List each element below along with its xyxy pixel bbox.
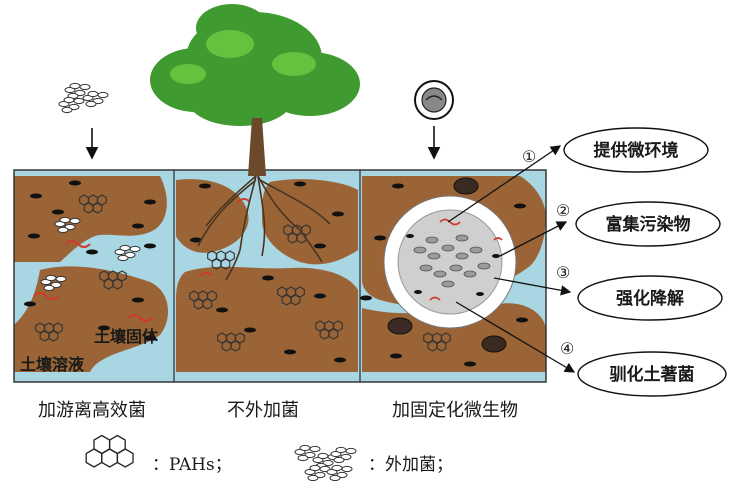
- callout-number-2: ②: [556, 201, 570, 220]
- worms: [33, 198, 251, 322]
- callout-number-1: ①: [522, 147, 536, 166]
- legend-pahs-symbol: [85, 434, 134, 468]
- soil-panels: [13, 169, 547, 383]
- callout-3-text: 强化降解: [616, 288, 684, 309]
- legend: ：PAHs； ：外加菌；: [85, 434, 453, 482]
- panel-2-soil: [176, 179, 358, 372]
- legend-pahs-label: ：PAHs；: [152, 455, 232, 475]
- legend-bacteria-symbol: [294, 444, 357, 482]
- callout-4: 驯化土著菌: [577, 351, 727, 397]
- panel-1-caption: 加游离高效菌: [38, 400, 146, 421]
- immobilized-microbe-icon: [414, 80, 454, 120]
- callout-3: 强化降解: [577, 275, 723, 321]
- callout-1: 提供微环境: [563, 127, 709, 173]
- zoom-circle: [383, 195, 517, 329]
- soil-solution-label: 土壤溶液: [20, 355, 85, 374]
- tree-illustration: [150, 4, 360, 281]
- black-particles: [24, 180, 528, 367]
- callout-2: 富集污染物: [575, 201, 721, 247]
- callout-number-3: ③: [556, 263, 570, 282]
- callout-2-text: 富集污染物: [606, 214, 691, 235]
- panel-1-soil: [14, 176, 169, 372]
- panel-2-caption: 不外加菌: [227, 400, 299, 421]
- callout-connectors: [447, 145, 576, 373]
- immobilized-aggregates: [387, 177, 507, 353]
- free-bacteria-icon: [58, 82, 109, 114]
- callout-1-text: 提供微环境: [594, 140, 679, 161]
- soil-solid-label: 土壤固体: [94, 327, 159, 346]
- panel-3-caption: 加固定化微生物: [392, 400, 518, 421]
- callout-number-4: ④: [560, 339, 574, 358]
- legend-bacteria-label: ：外加菌；: [368, 455, 453, 475]
- callout-4-text: 驯化土著菌: [610, 364, 695, 385]
